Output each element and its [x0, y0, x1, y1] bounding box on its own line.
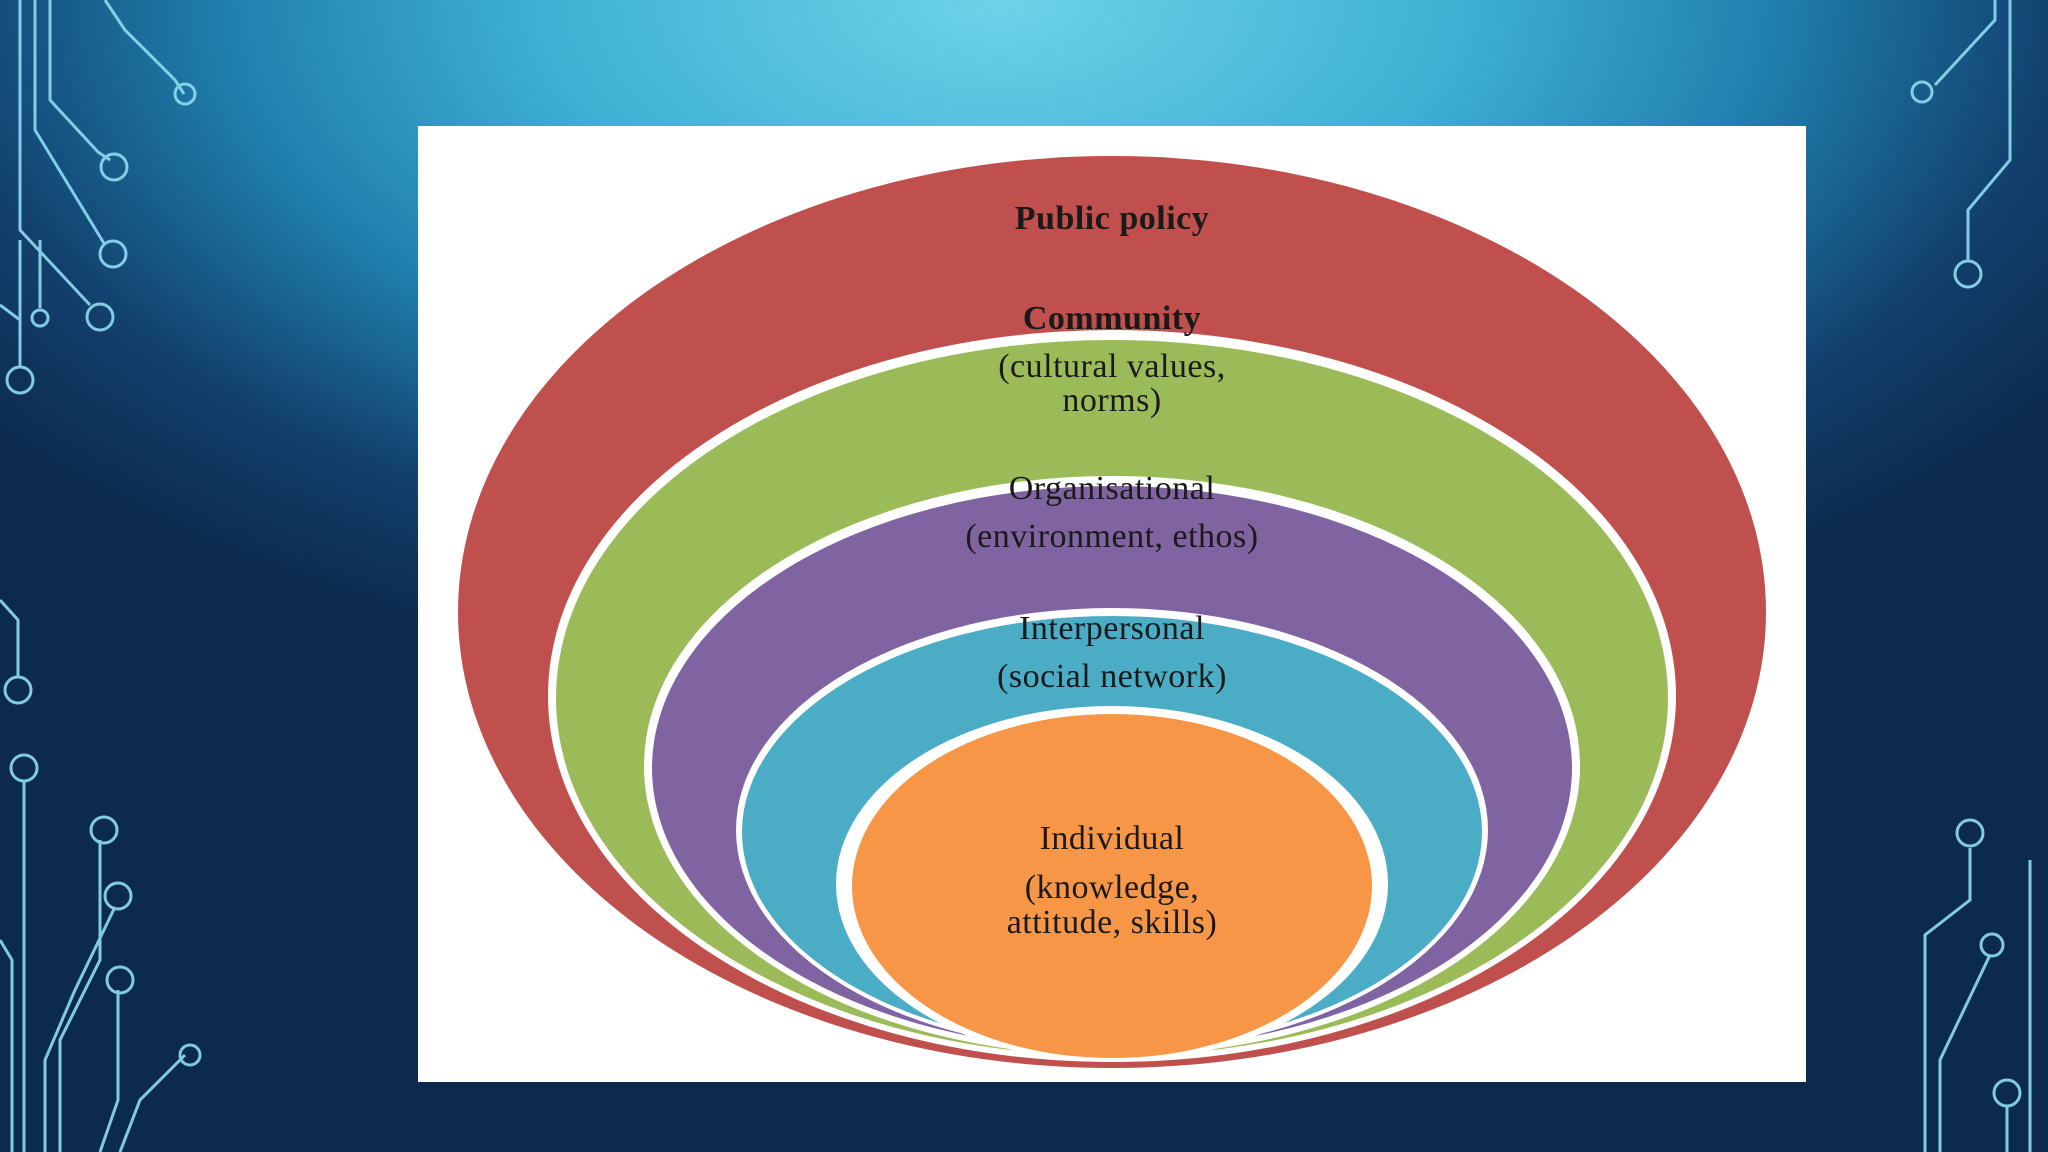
community-label: Community [1022, 300, 1202, 337]
community-sublabel-2: norms) [1062, 382, 1162, 419]
layer-individual-shape [852, 714, 1372, 1058]
public-policy-label: Public policy [1014, 200, 1210, 237]
diagram-image: Public policy Community (cultural values… [418, 126, 1806, 1082]
individual-sublabel-2: attitude, skills) [1006, 904, 1218, 941]
interpersonal-sublabel: (social network) [997, 658, 1227, 695]
community-sublabel-1: (cultural values, [998, 348, 1226, 385]
individual-sublabel-1: (knowledge, [1024, 869, 1200, 906]
nested-layers-diagram [458, 156, 1766, 1068]
organisational-label: Organisational [1008, 470, 1216, 507]
individual-label: Individual [1039, 820, 1185, 857]
organisational-sublabel: (environment, ethos) [965, 518, 1259, 555]
interpersonal-label: Interpersonal [1019, 610, 1205, 647]
